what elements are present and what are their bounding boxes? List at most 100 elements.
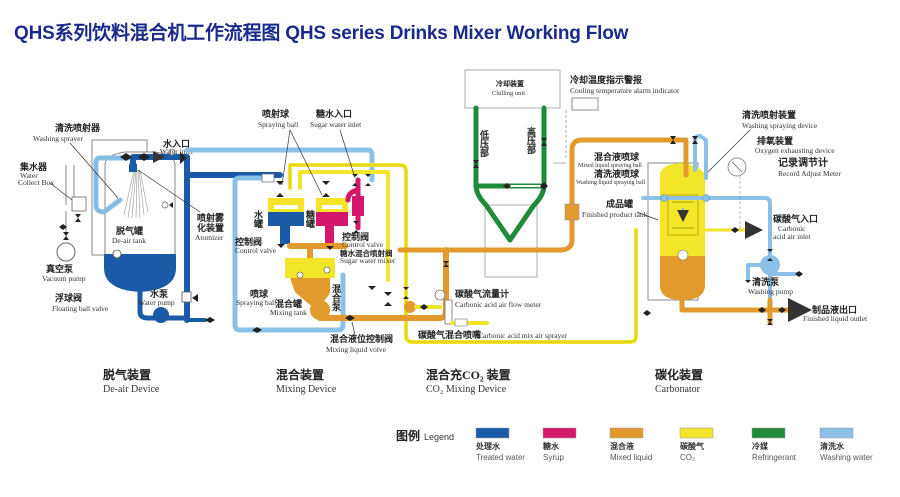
deair-device	[56, 139, 283, 323]
label-vacuum-pump-zh: 真空泵	[46, 263, 74, 274]
washing-loop-mixer	[232, 179, 346, 333]
label-water-inlet-zh: 水入口	[163, 138, 190, 149]
section-carbonator-zh: 碳化装置	[655, 367, 703, 382]
vacuum-pump-icon	[56, 242, 76, 262]
label-sugar-mixer-en: Sugar water mixer	[340, 256, 396, 265]
label-water-pump-en: Water pump	[138, 298, 175, 307]
legend-label-en: Treated water	[476, 453, 525, 462]
label-mixing-valve-zh: 混合液位控制阀	[330, 333, 393, 344]
label-spray-ball-mix-zh: 喷球	[250, 288, 269, 299]
finished-liquid-pipe	[679, 297, 793, 313]
mixing-labels: 喷射球 Spraying ball 糖水入口 Sugar water inlet…	[235, 108, 396, 354]
label-floating-valve-zh: 浮球阀	[55, 292, 82, 303]
label-water-pump-zh: 水泵	[150, 288, 169, 299]
co2-flow-meter-icon	[444, 299, 453, 325]
deair-tank-water	[104, 254, 176, 292]
label-atomizer-en: Atomizer	[195, 233, 224, 242]
label-finished-tank-en: Finished product tank	[582, 210, 648, 219]
water-tank	[268, 212, 304, 226]
label-control-valve-left-en: Control valve	[235, 246, 277, 255]
label-record-meter-en: Record Adjust Meter	[778, 169, 841, 178]
label-washing-device-zh: 清洗喷射装置	[742, 109, 796, 120]
co2-mix-sprayer-icon	[404, 301, 416, 313]
legend-swatch	[609, 427, 644, 439]
label-washing-spray-ball-en: Washing liquid spraying ball	[576, 180, 645, 186]
label-carbonic-inlet-en1: Carbonic	[778, 224, 806, 233]
atomizer-spray	[123, 169, 149, 219]
label-water-inlet-en: Water inlet	[160, 147, 194, 156]
label-co2-sprayer-en: Carbonic acid mix air sprayer	[478, 331, 568, 340]
legend-label-zh: 混合液	[610, 441, 634, 451]
legend-swatch	[475, 427, 510, 439]
label-record-meter-zh: 记录调节计	[778, 156, 828, 169]
label-co2-sprayer-zh: 碳酸气混合喷嘴	[418, 329, 481, 340]
label-spray-ball-mix-en: Spraying ball	[236, 298, 276, 307]
label-carbonic-inlet-en2: acid air inlet	[773, 232, 811, 241]
legend-swatch	[679, 427, 714, 439]
section-deair-zh: 脱气装置	[103, 367, 151, 382]
label-co2-flow-meter-zh: 碳酸气流量计	[455, 288, 509, 299]
alarm-indicator-icon	[571, 97, 599, 111]
legend-label-en: Refringerant	[752, 453, 797, 462]
label-oxygen-device-zh: 排氧装置	[757, 135, 793, 146]
washing-top-pipe	[184, 147, 375, 183]
label-mixing-tank-zh: 混合罐	[275, 298, 302, 309]
legend-swatch	[751, 427, 786, 439]
mixing-valves	[252, 174, 409, 333]
label-water-tank-zh: 水罐	[253, 209, 264, 229]
label-washing-sprayer-en: Washing sprayer	[33, 134, 84, 143]
label-finished-outlet-zh: 制品液出口	[812, 304, 857, 315]
legend-swatch	[542, 427, 577, 439]
label-washing-pump-en: Washing pump	[748, 287, 793, 296]
label-carbonic-inlet-zh: 碳酸气入口	[773, 213, 818, 224]
label-water-collect-en1: Water	[20, 171, 38, 180]
mixing-tank	[290, 278, 330, 305]
label-washing-sprayer-zh: 清洗喷射器	[55, 122, 101, 133]
label-washing-spray-ball-zh: 清洗液喷球	[594, 168, 640, 179]
legend-swatch	[819, 427, 854, 439]
chiller-device	[397, 69, 671, 327]
label-finished-tank-zh: 成品罐	[606, 198, 633, 209]
legend-label-zh: 清洗水	[820, 441, 845, 451]
mixing-device	[184, 147, 638, 344]
refrigerant-loop	[473, 105, 547, 243]
chiller-labels: 冷却装置 Chilling unit 冷却温度指示警报 Cooling temp…	[418, 74, 680, 340]
label-oxygen-device-en: Oxygen exhausting device	[755, 146, 835, 155]
label-water-collect-zh: 集水器	[19, 161, 48, 172]
mixed-liquid-main	[397, 137, 671, 253]
washing-pump-icon	[760, 255, 780, 275]
legend-label-en: Washing water	[820, 453, 873, 462]
water-inlet-valves	[120, 152, 187, 164]
chilling-unit-box	[464, 69, 561, 109]
label-deair-tank-en: De-air tank	[112, 236, 146, 245]
label-cooling-alarm-zh: 冷却温度指示警报	[570, 74, 642, 85]
label-syrup-tank-zh: 糖罐	[305, 209, 316, 229]
label-spraying-ball-en: Spraying ball	[258, 120, 298, 129]
legend-label-zh: 处理水	[475, 441, 501, 451]
water-pump-pipe	[137, 289, 190, 321]
label-washing-pump-zh: 清洗泵	[752, 276, 780, 287]
label-finished-outlet-en: Finished liquid outlet	[803, 314, 868, 323]
label-chilling-unit-en: Chilling unit	[492, 90, 525, 97]
section-co2-mixing-en: CO₂ Mixing Device	[426, 384, 507, 395]
label-sugar-inlet-zh: 糖水入口	[316, 108, 352, 119]
legend-label-en: Syrup	[543, 453, 564, 462]
label-sugar-mixer-zh: 糖水混合喷射阀	[340, 248, 393, 258]
co2-flow-gauge-icon	[434, 289, 446, 301]
label-mixing-valve-en: Mixing liquid volve	[326, 345, 387, 354]
label-co2-flow-meter-en: Carbonic acid air flow meter	[455, 300, 542, 309]
label-control-valve-left-zh: 控制阀	[235, 236, 262, 247]
deair-labels: 清洗喷射器 Washing sprayer 集水器 Water Collect …	[18, 122, 225, 313]
carbonator	[641, 134, 812, 325]
label-mixed-spray-ball-zh: 混合液喷球	[594, 151, 640, 162]
legend-label-en: CO₂	[680, 453, 695, 462]
label-washing-device-en: Washing spraying device	[742, 121, 818, 130]
syrup-tank	[316, 212, 348, 226]
label-high-pressure-zh: 高压部	[526, 126, 536, 155]
water-pump-icon	[153, 307, 169, 323]
section-carbonator-en: Carbonator	[655, 384, 701, 395]
label-control-valve-right-zh: 控制阀	[342, 231, 369, 242]
